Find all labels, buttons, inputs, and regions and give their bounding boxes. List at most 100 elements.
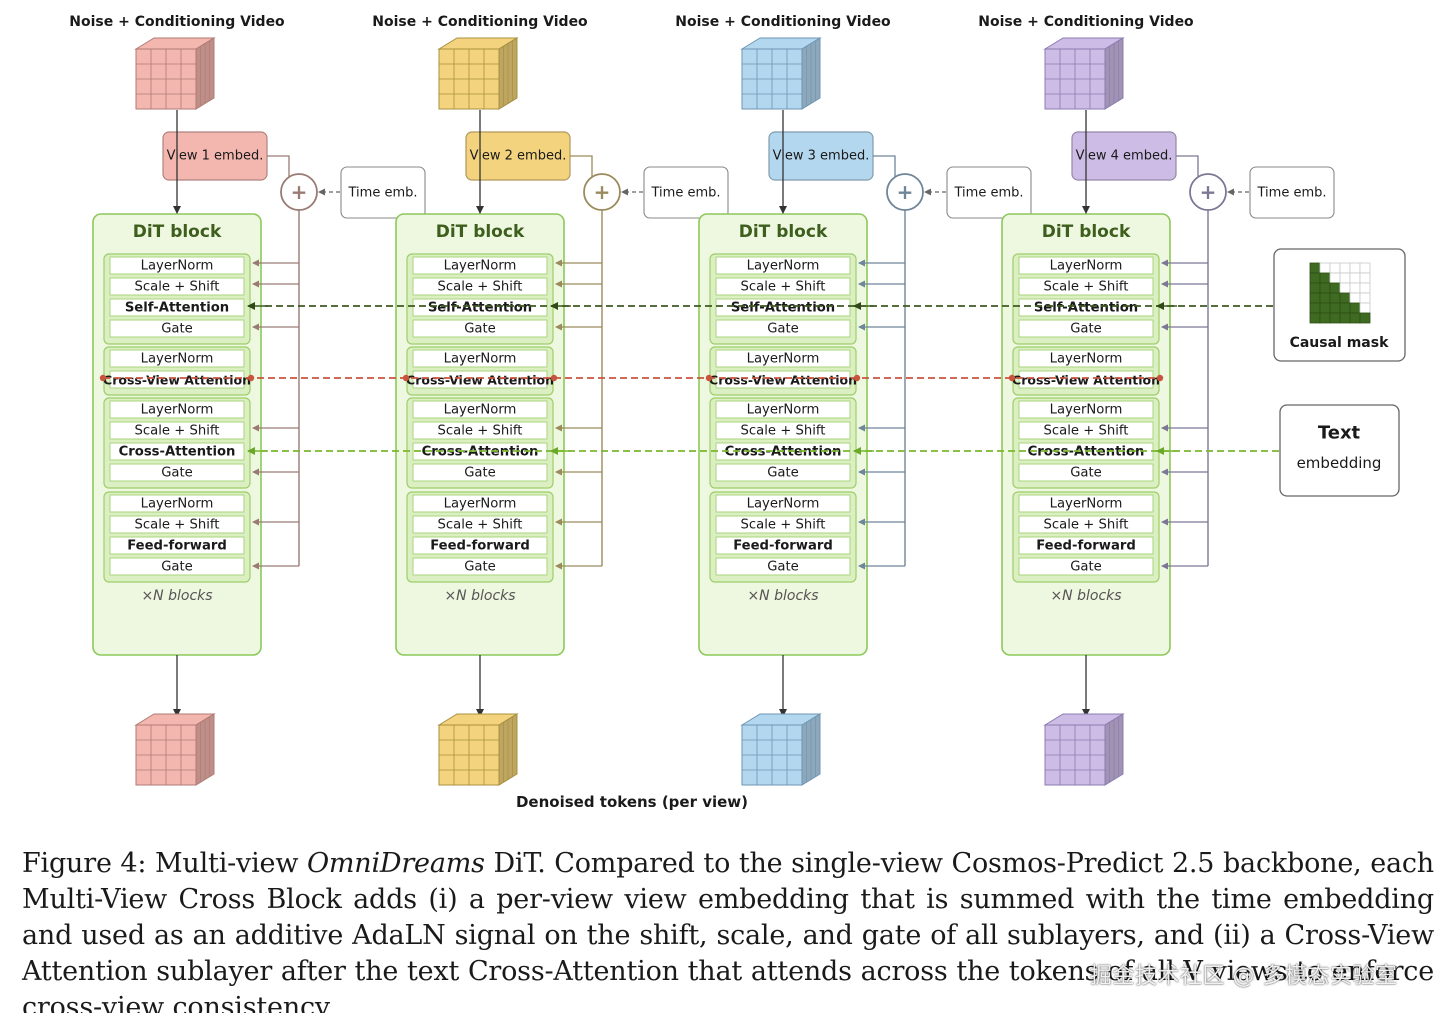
repeat-label: ×N blocks [141, 588, 212, 604]
cross-view-dot [1008, 374, 1016, 382]
sublayer-box [109, 557, 245, 576]
cross-view-dot [99, 374, 107, 382]
sublayer-gate: Gate [161, 466, 193, 481]
sublayer-gate: Gate [1070, 560, 1102, 575]
sublayer-cross-attention: Cross-Attention [119, 445, 236, 460]
plus-icon: + [1200, 180, 1217, 204]
output-token-cube [437, 713, 519, 786]
sublayer-box [1018, 400, 1154, 419]
sublayer-box [412, 400, 548, 419]
sublayer-scale-shift: Scale + Shift [135, 280, 220, 295]
sublayer-layernorm: LayerNorm [1050, 352, 1123, 367]
time-emb-label: Time emb. [954, 186, 1024, 201]
sublayer-layernorm: LayerNorm [444, 403, 517, 418]
view-embed-label: View 1 embed. [167, 149, 264, 164]
output-token-cube [1043, 713, 1125, 786]
figure-caption: Figure 4: Multi-view OmniDreams DiT. Com… [22, 846, 1434, 1013]
sublayer-box [715, 400, 851, 419]
sublayer-layernorm: LayerNorm [444, 259, 517, 274]
causal-mask-grid-icon [1309, 262, 1371, 324]
sublayer-box [1018, 536, 1154, 555]
sublayer-box [715, 298, 851, 317]
sublayer-gate: Gate [161, 322, 193, 337]
sublayer-cross-attention: Cross-Attention [422, 445, 539, 460]
text-embedding-box [1279, 404, 1400, 497]
sublayer-layernorm: LayerNorm [141, 352, 214, 367]
sublayer-box [109, 349, 245, 368]
sublayer-box [1018, 370, 1154, 389]
sublayer-scale-shift: Scale + Shift [438, 518, 523, 533]
sublayer-box [1018, 515, 1154, 534]
sublayer-box [412, 536, 548, 555]
time-emb-box [340, 166, 426, 219]
sublayer-box [1018, 298, 1154, 317]
sublayer-box [412, 319, 548, 338]
sublayer-box [1018, 277, 1154, 296]
sublayer-layernorm: LayerNorm [141, 497, 214, 512]
repeat-label: ×N blocks [1050, 588, 1121, 604]
sublayer-box [109, 370, 245, 389]
sublayer-box [412, 298, 548, 317]
sublayer-gate: Gate [767, 560, 799, 575]
time-emb-label: Time emb. [651, 186, 721, 201]
sublayer-box [1018, 463, 1154, 482]
plus-icon: + [594, 180, 611, 204]
sublayer-box [412, 277, 548, 296]
watermark: 掘金技术社区 @ 多模态实验室 [1090, 964, 1398, 989]
sublayer-cross-view-attention: Cross-View Attention [406, 373, 554, 388]
sublayer-scale-shift: Scale + Shift [1044, 424, 1129, 439]
sublayer-box [109, 319, 245, 338]
caption-prefix: Figure 4: Multi-view [22, 848, 307, 879]
output-label: Denoised tokens (per view) [516, 793, 748, 811]
input-video-cube [134, 37, 216, 110]
sublayer-box [412, 557, 548, 576]
sublayer-cross-attention: Cross-Attention [725, 445, 842, 460]
sublayer-cross-attention: Cross-Attention [1028, 445, 1145, 460]
sublayer-box [715, 557, 851, 576]
sublayer-box [109, 400, 245, 419]
sublayer-box [109, 494, 245, 513]
sublayer-box [412, 463, 548, 482]
sublayer-scale-shift: Scale + Shift [1044, 280, 1129, 295]
sublayer-box [109, 277, 245, 296]
text-embedding-subtitle: embedding [1297, 454, 1382, 472]
sublayer-gate: Gate [767, 466, 799, 481]
sublayer-gate: Gate [464, 466, 496, 481]
sublayer-box [1018, 557, 1154, 576]
sublayer-scale-shift: Scale + Shift [438, 424, 523, 439]
sublayer-layernorm: LayerNorm [444, 352, 517, 367]
sublayer-cross-view-attention: Cross-View Attention [709, 373, 857, 388]
sublayer-box [715, 349, 851, 368]
text-embedding-panel: Text embedding [1279, 404, 1400, 497]
sublayer-box [109, 421, 245, 440]
embed-connector [873, 155, 896, 182]
sublayer-box [109, 515, 245, 534]
time-emb-box [643, 166, 729, 219]
text-embedding-title: Text [1318, 423, 1361, 444]
sublayer-box [715, 319, 851, 338]
sublayer-self-attention: Self-Attention [1034, 301, 1138, 316]
sublayer-gate: Gate [464, 560, 496, 575]
embed-connector [267, 155, 290, 182]
sublayer-layernorm: LayerNorm [747, 497, 820, 512]
cross-view-dot [853, 374, 861, 382]
dit-block-title: DiT block [436, 222, 525, 242]
sublayer-layernorm: LayerNorm [747, 403, 820, 418]
sublayer-scale-shift: Scale + Shift [135, 424, 220, 439]
sublayer-box [715, 421, 851, 440]
causal-mask-label: Causal mask [1290, 335, 1390, 351]
sublayer-scale-shift: Scale + Shift [135, 518, 220, 533]
sublayer-box [715, 494, 851, 513]
time-emb-box [1249, 166, 1335, 219]
sublayer-box [109, 536, 245, 555]
sublayer-box [412, 421, 548, 440]
sublayer-scale-shift: Scale + Shift [741, 280, 826, 295]
sublayer-box [1018, 421, 1154, 440]
sublayer-layernorm: LayerNorm [444, 497, 517, 512]
sublayer-scale-shift: Scale + Shift [741, 424, 826, 439]
